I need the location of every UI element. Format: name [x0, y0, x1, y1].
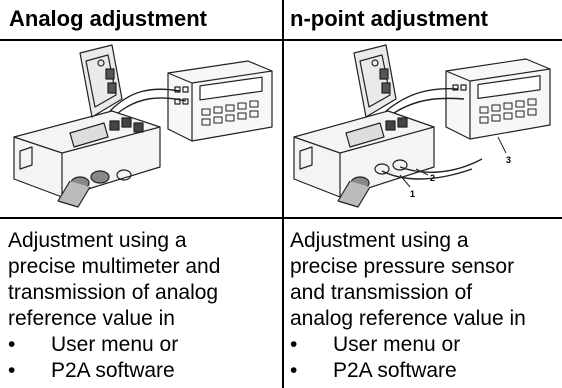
analog-adjustment-illustration [0, 41, 282, 217]
description-line: and transmission of [290, 281, 473, 304]
description-line: precise pressure sensor [290, 255, 515, 278]
bullet-marker: • [290, 333, 298, 356]
n-point-adjustment-illustration: 1 2 3 [282, 41, 562, 217]
callout-1: 1 [410, 189, 415, 199]
transmitter-icon [13, 44, 161, 208]
bullet-list: • User menu or • P2A software [290, 332, 562, 384]
description-line: analog reference value in [290, 307, 526, 330]
column-heading: Analog adjustment [9, 6, 208, 31]
callout-3: 3 [506, 155, 511, 165]
bullet-item: • P2A software [8, 358, 282, 384]
column-n-point-adjustment: n-point adjustment [282, 0, 562, 388]
description-line: Adjustment using a [290, 229, 469, 252]
bullet-text: User menu or [51, 333, 179, 356]
description-line: reference value in [8, 307, 175, 330]
transmitter-multimeter-drawing [13, 44, 273, 208]
transmitter-multimeter-pressure-drawing [293, 44, 551, 208]
header-divider [0, 39, 562, 41]
column-divider [282, 0, 284, 388]
multimeter-icon [167, 60, 273, 142]
column-description: Adjustment using a precise pressure sens… [282, 219, 562, 384]
column-description: Adjustment using a precise multimeter an… [0, 219, 282, 384]
callout-2: 2 [430, 173, 435, 183]
figure-divider [0, 217, 562, 219]
multimeter-icon [445, 58, 551, 140]
bullet-text: User menu or [333, 333, 461, 356]
column-heading: n-point adjustment [290, 6, 488, 31]
transmitter-icon [293, 44, 435, 208]
bullet-item: • User menu or [290, 332, 562, 358]
description-line: transmission of analog [8, 281, 219, 304]
bullet-item: • P2A software [290, 358, 562, 384]
bullet-marker: • [8, 333, 16, 356]
column-analog-adjustment: Analog adjustment [0, 6, 282, 384]
bullet-marker: • [8, 359, 16, 382]
bullet-text: P2A software [51, 359, 175, 382]
callout-labels: 1 2 3 [410, 155, 511, 199]
bullet-text: P2A software [333, 359, 457, 382]
bullet-list: • User menu or • P2A software [8, 332, 282, 384]
bullet-item: • User menu or [8, 332, 282, 358]
description-line: Adjustment using a [8, 229, 187, 252]
bullet-marker: • [290, 359, 298, 382]
description-line: precise multimeter and [8, 255, 221, 278]
